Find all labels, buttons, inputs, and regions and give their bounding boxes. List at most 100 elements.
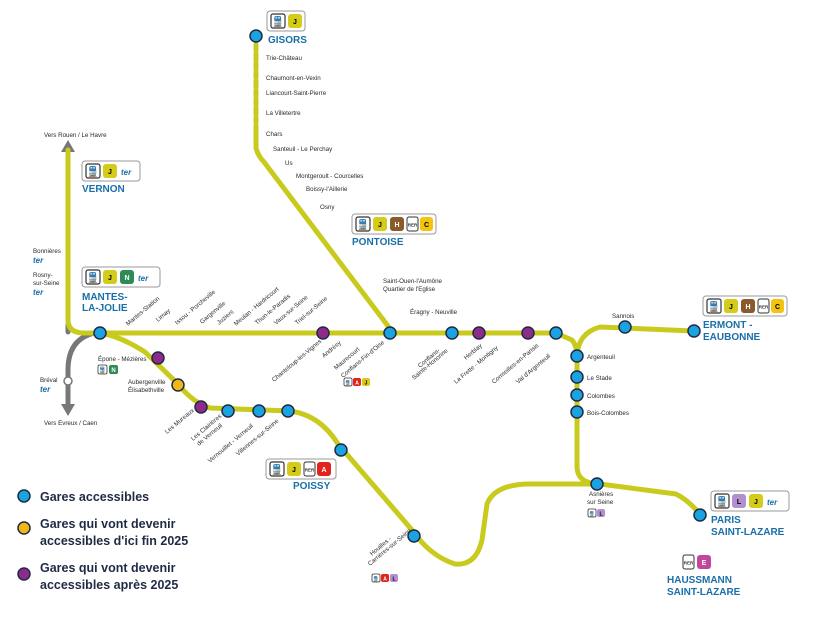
ter-badge: ter	[767, 498, 778, 507]
station-label: Bois-Colombes	[587, 410, 629, 417]
station-villennes[interactable]	[281, 404, 295, 418]
station-label: Épone - Mézières	[98, 356, 147, 363]
direction-rouen: Vers Rouen / Le Havre	[44, 132, 107, 139]
train-icon: 🚆	[373, 576, 379, 583]
direction-labels: Vers Rouen / Le Havre Vers Evreux / Caen…	[33, 132, 107, 427]
legend-accessible: Gares accessibles	[40, 490, 149, 504]
station-herblay[interactable]	[472, 326, 486, 340]
line-l-badge: L	[392, 577, 395, 583]
station-cormeilles[interactable]	[521, 326, 535, 340]
station-les-clairieres[interactable]	[221, 404, 235, 418]
ter-breval: ter	[40, 385, 51, 394]
line-c-badge: C	[775, 304, 780, 311]
station-label: Mantes-Station	[125, 295, 162, 327]
line-j-badge: J	[378, 222, 382, 229]
badge-group-epone: 🚆 N	[97, 364, 118, 375]
station-paris-saint-lazare[interactable]	[693, 508, 707, 522]
station-label: Aubergenville	[128, 379, 166, 386]
line-a-badge: A	[355, 381, 359, 387]
line-c-badge: C	[424, 222, 429, 229]
station-vernouillet[interactable]	[252, 404, 266, 418]
station-label: Liancourt-Saint-Pierre	[266, 90, 327, 97]
terminal-pontoise: PONTOISE	[352, 237, 404, 248]
station-aubergenville[interactable]	[171, 378, 185, 392]
ter-badge: ter	[121, 168, 132, 177]
direction-bonnieres: Bonnières	[33, 248, 61, 255]
station-label: Saint-Ouen-l'Aumône	[383, 278, 443, 285]
legend-swatch-later	[17, 567, 31, 581]
train-icon: 🚆	[271, 463, 283, 476]
train-icon: 🚆	[716, 495, 728, 508]
station-poissy[interactable]	[334, 443, 348, 457]
station-gisors[interactable]	[249, 29, 263, 43]
station-epone[interactable]	[151, 351, 165, 365]
direction-rosny-1: Rosny-	[33, 272, 53, 279]
station-label: Us	[285, 160, 293, 167]
station-sannois[interactable]	[618, 320, 632, 334]
badge-group-paris: 🚆 L J ter	[710, 490, 790, 512]
terminal-ermont-2: EAUBONNE	[703, 332, 761, 343]
train-icon: 🚆	[99, 366, 106, 374]
terminal-gisors: GISORS	[268, 35, 307, 46]
terminal-poissy: POISSY	[293, 481, 331, 492]
badges: 🚆 J 🚆 J ter 🚆 J N ter 🚆	[81, 10, 790, 583]
badge-group-haussmann: RER E	[682, 554, 711, 570]
station-ermont-eaubonne[interactable]	[687, 324, 701, 338]
terminal-ermont-1: ERMONT -	[703, 320, 752, 331]
legend-swatch-soon	[17, 521, 31, 535]
terminal-vernon: VERNON	[82, 184, 125, 195]
train-icon: 🚆	[708, 300, 720, 313]
badge-group-gisors: 🚆 J	[266, 10, 306, 32]
station-label: Boissy-l'Aillerie	[306, 186, 348, 193]
legend-swatch-accessible	[17, 489, 31, 503]
station-conflans-sainte-honorine[interactable]	[445, 326, 459, 340]
badge-group-mantes: 🚆 J N ter	[81, 266, 161, 288]
legend-later-1: Gares qui vont devenir	[40, 561, 176, 575]
station-conflans-fin-oise[interactable]	[383, 326, 397, 340]
stations	[63, 29, 707, 543]
station-les-mureaux[interactable]	[194, 400, 208, 414]
station-asnieres[interactable]	[590, 477, 604, 491]
station-label: Limay	[155, 307, 173, 324]
line-n-badge: N	[111, 368, 115, 374]
station-houilles[interactable]	[407, 529, 421, 543]
train-icon: 🚆	[272, 15, 284, 28]
badge-group-houilles: 🚆 A L	[371, 573, 398, 583]
station-breval[interactable]	[63, 376, 73, 386]
rer-badge: RER	[408, 223, 418, 228]
line-e-badge: E	[702, 560, 707, 567]
line-j-badge: J	[292, 467, 296, 474]
station-label: Chaumont-en-Vexin	[266, 75, 321, 82]
station-label: Chanteloup-les-Vignes	[271, 338, 323, 384]
badge-group-vernon: 🚆 J ter	[81, 160, 141, 182]
line-j-badge: J	[729, 304, 733, 311]
terminal-labels: GISORS VERNON MANTES- LA-JOLIE PONTOISE …	[82, 35, 785, 598]
line-j-badge: J	[365, 381, 368, 387]
station-label: Trie-Château	[266, 55, 302, 62]
arrow-down-icon	[61, 404, 75, 416]
station-argenteuil[interactable]	[570, 349, 584, 363]
station-chanteloup[interactable]	[316, 326, 330, 340]
train-icon: 🚆	[357, 218, 369, 231]
badge-group-asnieres: 🚆 L	[587, 508, 605, 518]
line-gisors-pontoise	[253, 129, 397, 337]
line-h-badge: H	[394, 222, 399, 229]
train-icon: 🚆	[87, 271, 99, 284]
legend-soon-1: Gares qui vont devenir	[40, 517, 176, 531]
station-colombes[interactable]	[570, 388, 584, 402]
line-a-badge: A	[321, 467, 326, 474]
station-label: Élisabethville	[128, 387, 165, 394]
station-label: Sannois	[612, 313, 634, 320]
line-l-badge: L	[599, 512, 602, 518]
terminal-mantes-1: MANTES-	[82, 292, 128, 303]
station-bois-colombes[interactable]	[570, 405, 584, 419]
rer-badge: RER	[759, 305, 769, 310]
direction-breval: Bréval	[40, 377, 58, 384]
station-val-argenteuil[interactable]	[549, 326, 563, 340]
station-mantes-la-jolie[interactable]	[93, 326, 107, 340]
line-j-badge: J	[108, 275, 112, 282]
terminal-haussmann-1: HAUSSMANN	[667, 575, 732, 586]
station-label: Éragny - Neuville	[410, 309, 458, 316]
station-le-stade[interactable]	[570, 370, 584, 384]
line-j-badge: J	[754, 499, 758, 506]
